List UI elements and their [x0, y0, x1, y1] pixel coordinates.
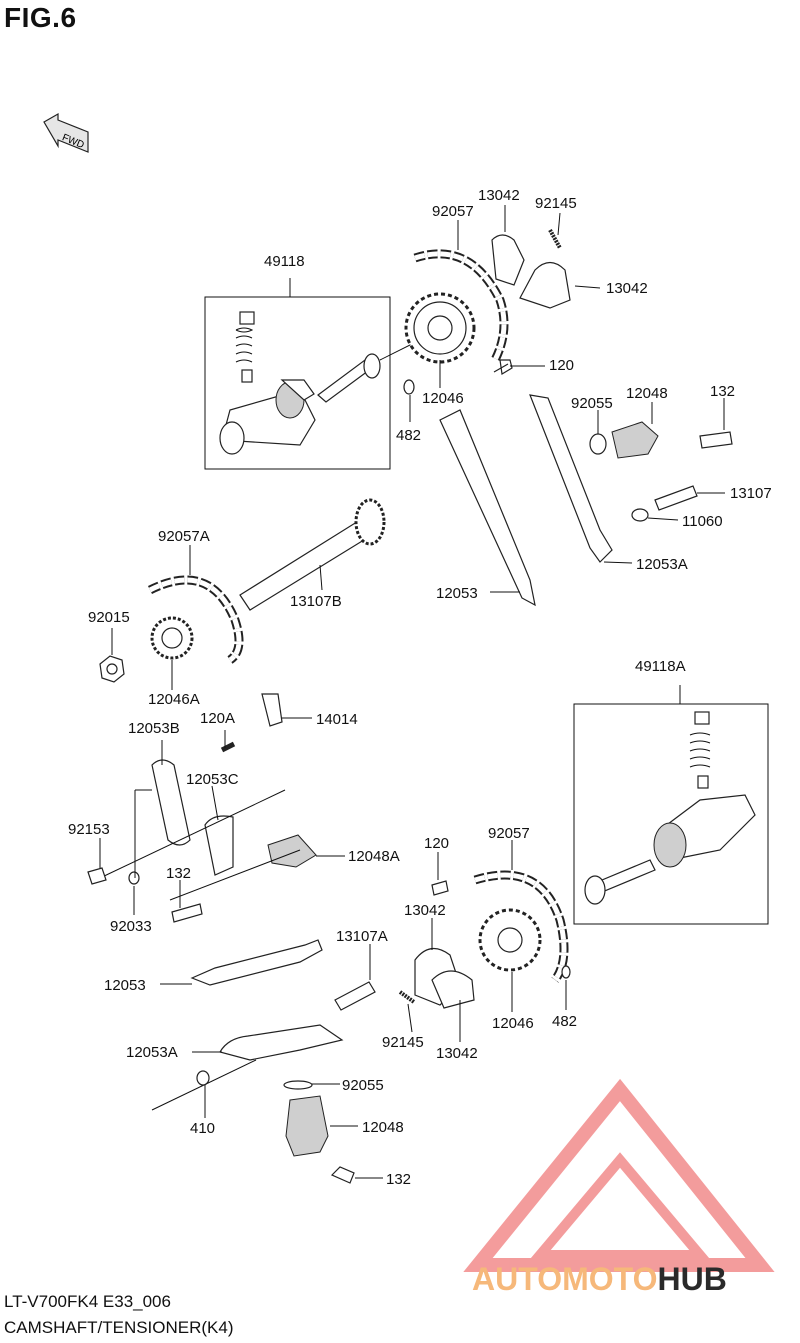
watermark-text: AUTOMOTOHUB [472, 1261, 727, 1297]
label-92033: 92033 [110, 918, 152, 935]
bracket-14014 [261, 693, 283, 727]
sprocket-top [404, 292, 476, 364]
label-13042-bottom: 13042 [436, 1045, 478, 1062]
label-49118: 49118 [264, 253, 305, 270]
label-13107: 13107 [730, 485, 772, 502]
label-13042-mid: 13042 [404, 902, 446, 919]
label-92145-bottom: 92145 [382, 1034, 424, 1051]
footer-model: LT-V700FK4 E33_006 [4, 1292, 171, 1311]
plate-13042-d [431, 970, 475, 1009]
label-49118A: 49118A [635, 658, 686, 675]
chain-tensioner-12053A [529, 394, 613, 563]
label-92055-bottom: 92055 [342, 1077, 384, 1094]
assembly-box-49118A [573, 703, 769, 925]
fwd-arrow-icon: FWD [43, 112, 89, 153]
label-13042-top: 13042 [478, 187, 520, 204]
label-12053A-top: 12053A [636, 556, 688, 573]
label-12046-top: 12046 [422, 390, 464, 407]
tensioner-12048A [267, 834, 317, 868]
pin-13107A [334, 981, 376, 1011]
watermark-logo-icon [463, 1078, 775, 1272]
label-410: 410 [190, 1120, 215, 1137]
label-92145-top: 92145 [535, 195, 577, 212]
label-482-top: 482 [396, 427, 421, 444]
label-132-bottom: 132 [386, 1171, 411, 1188]
label-12048-top: 12048 [626, 385, 668, 402]
leader-lines [99, 205, 725, 1179]
label-482-bottom: 482 [552, 1013, 577, 1030]
label-13107A: 13107A [336, 928, 388, 945]
label-92055-top: 92055 [571, 395, 613, 412]
label-92057-top: 92057 [432, 203, 474, 220]
chain-guide-12053 [439, 409, 536, 607]
label-12053-bottom: 12053 [104, 977, 146, 994]
camshaft-rear [584, 711, 756, 905]
label-92057-mid: 92057 [488, 825, 530, 842]
chain-guide-12053-bottom [190, 939, 323, 986]
label-11060: 11060 [682, 513, 723, 530]
tensioner-12048-bottom [285, 1095, 329, 1157]
chain-tensioner-12053A-bottom [219, 1024, 344, 1061]
guide-12053B [151, 759, 191, 846]
label-12048-bottom: 12048 [362, 1119, 404, 1136]
label-120A: 120A [200, 710, 235, 727]
plate-13042-a [491, 234, 525, 286]
label-120-top: 120 [549, 357, 574, 374]
label-92015: 92015 [88, 609, 130, 626]
label-13107B: 13107B [290, 593, 342, 610]
label-12053A-bottom: 12053A [126, 1044, 178, 1061]
label-92153: 92153 [68, 821, 110, 838]
guide-12053C [204, 815, 234, 876]
label-12053B: 12053B [128, 720, 180, 737]
tensioner-12048 [611, 421, 659, 459]
label-132-mid: 132 [166, 865, 191, 882]
footer-caption: CAMSHAFT/TENSIONER(K4) [4, 1318, 234, 1337]
label-12053C: 12053C [186, 771, 239, 788]
figure-title: FIG.6 [4, 2, 77, 33]
camshaft-front [219, 311, 316, 455]
assembly-box-49118 [204, 296, 391, 470]
label-12053-top: 12053 [436, 585, 478, 602]
plate-13042-b [519, 261, 571, 309]
label-132-top: 132 [710, 383, 735, 400]
label-13042-right: 13042 [606, 280, 648, 297]
label-12046-bottom: 12046 [492, 1015, 534, 1032]
label-12048A: 12048A [348, 848, 400, 865]
label-14014: 14014 [316, 711, 358, 728]
label-12046A: 12046A [148, 691, 200, 708]
label-120-mid: 120 [424, 835, 449, 852]
label-92057A: 92057A [158, 528, 210, 545]
